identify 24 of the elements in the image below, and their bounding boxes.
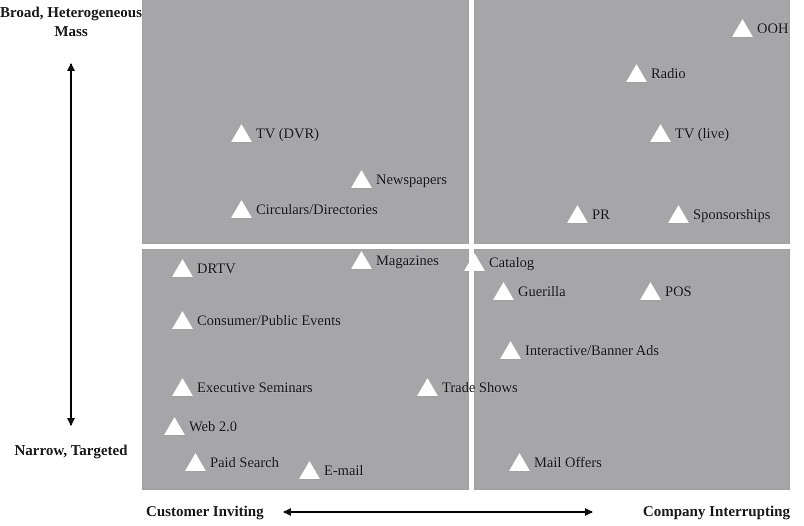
media-label: Executive Seminars: [197, 380, 313, 397]
axis-label: Company Interrupting: [642, 503, 790, 522]
media-label: Sponsorships: [693, 207, 770, 224]
media-label: Mail Offers: [534, 455, 602, 472]
axis-label: Narrow, Targeted: [13, 442, 129, 461]
media-label: Web 2.0: [189, 419, 237, 436]
axis-label: Broad, Heterogeneous Mass: [0, 4, 142, 42]
media-label: Interactive/Banner Ads: [525, 343, 660, 360]
media-label: TV (DVR): [256, 126, 319, 143]
media-label: Paid Search: [210, 455, 279, 472]
media-label: Guerilla: [518, 284, 566, 301]
axis-label: Customer Inviting: [146, 503, 264, 522]
media-label: DRTV: [197, 261, 236, 278]
media-label: POS: [665, 284, 692, 301]
media-label: PR: [592, 207, 610, 224]
media-label: Catalog: [489, 255, 534, 272]
media-label: Circulars/Directories: [256, 202, 378, 219]
media-label: TV (live): [675, 126, 730, 143]
media-label: Newspapers: [376, 172, 447, 189]
media-label: Magazines: [376, 253, 439, 270]
media-label: E-mail: [324, 463, 364, 480]
media-label: OOH: [757, 21, 788, 38]
media-label: Consumer/Public Events: [197, 313, 341, 330]
media-label: Radio: [651, 66, 686, 83]
